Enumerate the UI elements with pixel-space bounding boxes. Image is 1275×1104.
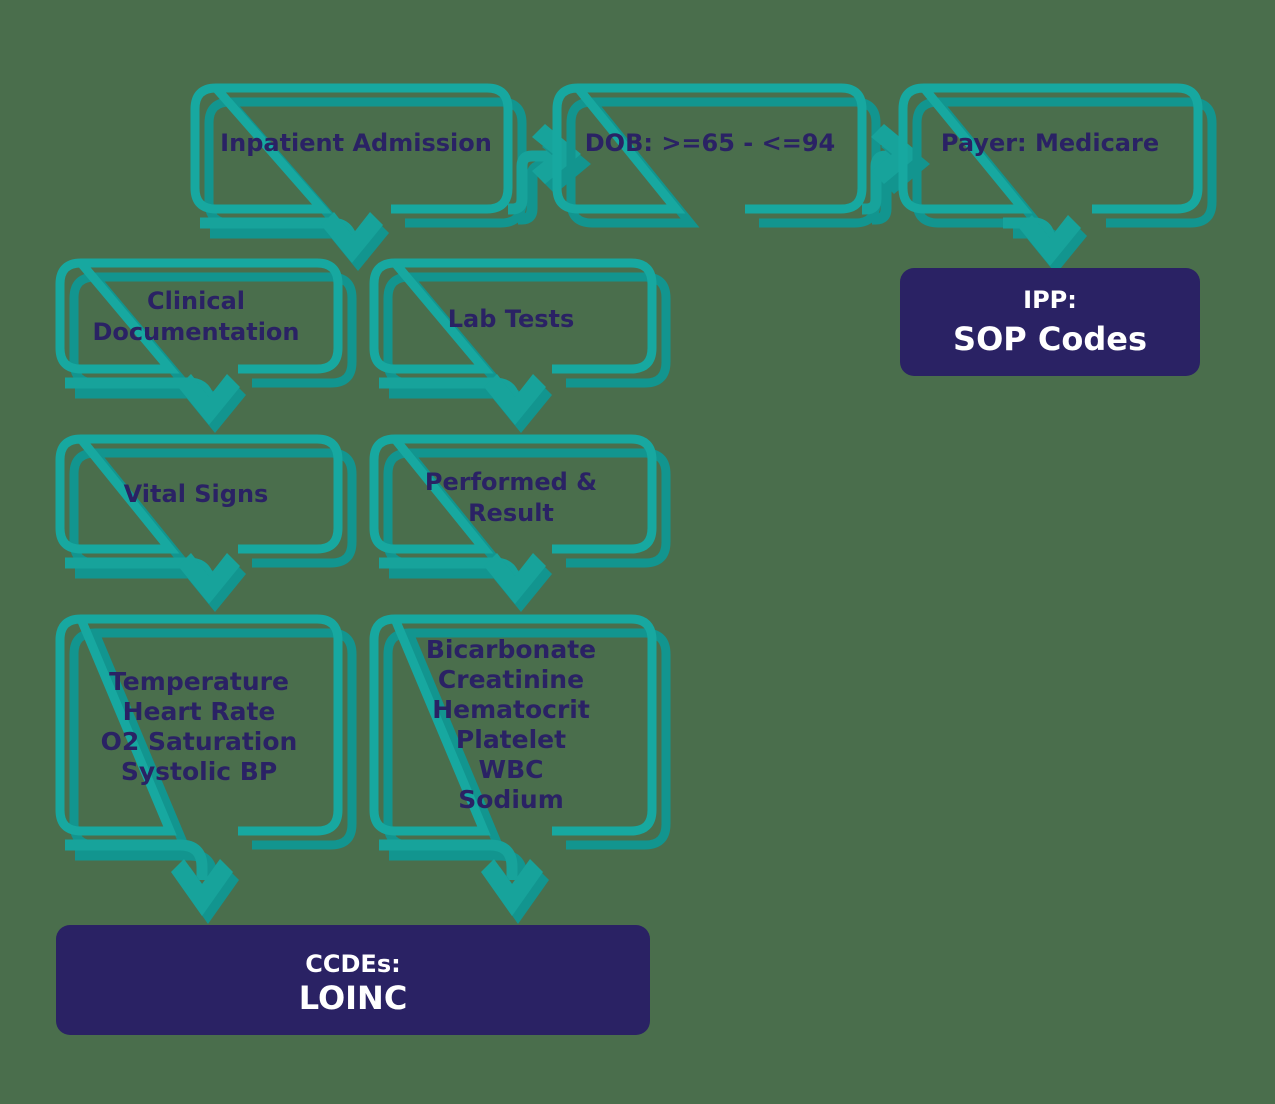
terminal-ipp-label-top: IPP: bbox=[1023, 286, 1077, 314]
arrowhead bbox=[484, 374, 546, 425]
list-item: Creatinine bbox=[438, 665, 584, 694]
node-vital-signs[interactable]: Vital Signs bbox=[55, 434, 357, 568]
terminal-ipp-sop-codes[interactable]: IPP: SOP Codes bbox=[900, 268, 1200, 376]
node-lab-tests[interactable]: Lab Tests bbox=[369, 258, 671, 388]
node-payer[interactable]: Payer: Medicare bbox=[898, 83, 1217, 228]
connector-vitalitems-to-ccdes bbox=[65, 839, 239, 924]
node-label-payer: Payer: Medicare bbox=[941, 129, 1159, 157]
list-item: O2 Saturation bbox=[101, 727, 298, 756]
list-item: Hematocrit bbox=[432, 695, 590, 724]
list-item: Platelet bbox=[456, 725, 566, 754]
node-label-performed-result-line2: Result bbox=[468, 499, 554, 527]
terminal-ccdes-loinc[interactable]: CCDEs: LOINC bbox=[56, 925, 650, 1035]
box-outline bbox=[55, 614, 343, 836]
box-outline bbox=[369, 434, 657, 554]
box-outline bbox=[369, 614, 657, 836]
list-item: Systolic BP bbox=[121, 757, 277, 786]
arrowhead bbox=[178, 374, 240, 425]
node-label-lab-tests: Lab Tests bbox=[448, 305, 575, 333]
connector-performed-to-items bbox=[379, 553, 552, 612]
box-outline bbox=[55, 258, 343, 374]
connector-labitems-to-ccdes bbox=[379, 839, 549, 924]
node-clinical-documentation[interactable]: Clinical Documentation bbox=[55, 258, 357, 388]
arrowhead bbox=[321, 212, 383, 263]
arrowhead bbox=[178, 553, 240, 604]
node-dob-range[interactable]: DOB: >=65 - <=94 bbox=[552, 83, 881, 228]
connector-vitalsigns-to-items bbox=[65, 553, 246, 612]
arrowhead bbox=[1019, 215, 1081, 266]
connector-labtests-to-performed bbox=[379, 374, 552, 433]
terminal-box bbox=[56, 925, 650, 1035]
arrowhead bbox=[871, 124, 920, 184]
list-item: WBC bbox=[479, 755, 544, 784]
box-outline bbox=[55, 434, 343, 554]
terminal-ccdes-label-top: CCDEs: bbox=[305, 950, 400, 978]
list-item: Sodium bbox=[458, 785, 564, 814]
connector-admission-to-row2 bbox=[200, 212, 389, 271]
terminal-box bbox=[900, 268, 1200, 376]
list-item: Temperature bbox=[109, 667, 289, 696]
node-label-dob-range: DOB: >=65 - <=94 bbox=[585, 129, 835, 157]
node-label-inpatient-admission: Inpatient Admission bbox=[220, 129, 492, 157]
connector-clindoc-to-vitalsigns bbox=[65, 374, 246, 433]
arrowhead bbox=[484, 553, 546, 604]
node-lab-result-items[interactable]: Bicarbonate Creatinine Hematocrit Platel… bbox=[369, 614, 671, 850]
box-outline bbox=[898, 83, 1203, 214]
connector-payer-to-ipp bbox=[1003, 215, 1087, 274]
node-label-vital-signs: Vital Signs bbox=[124, 480, 269, 508]
box-outline bbox=[190, 83, 513, 214]
node-label-clinical-documentation-line1: Clinical bbox=[147, 287, 245, 315]
terminal-ipp-label-main: SOP Codes bbox=[953, 320, 1147, 358]
list-item: Bicarbonate bbox=[426, 635, 596, 664]
node-performed-result[interactable]: Performed & Result bbox=[369, 434, 671, 568]
node-label-clinical-documentation-line2: Documentation bbox=[92, 318, 299, 346]
terminal-ccdes-label-main: LOINC bbox=[299, 979, 408, 1017]
box-outline bbox=[369, 258, 657, 374]
node-inpatient-admission[interactable]: Inpatient Admission bbox=[190, 83, 527, 228]
list-item: Heart Rate bbox=[123, 697, 276, 726]
node-label-performed-result-line1: Performed & bbox=[425, 468, 597, 496]
arrowhead bbox=[481, 859, 543, 916]
arrowhead bbox=[171, 859, 233, 916]
node-vital-sign-items[interactable]: Temperature Heart Rate O2 Saturation Sys… bbox=[55, 614, 357, 850]
connector-dob-to-payer bbox=[862, 124, 930, 225]
box-outline bbox=[552, 83, 867, 214]
